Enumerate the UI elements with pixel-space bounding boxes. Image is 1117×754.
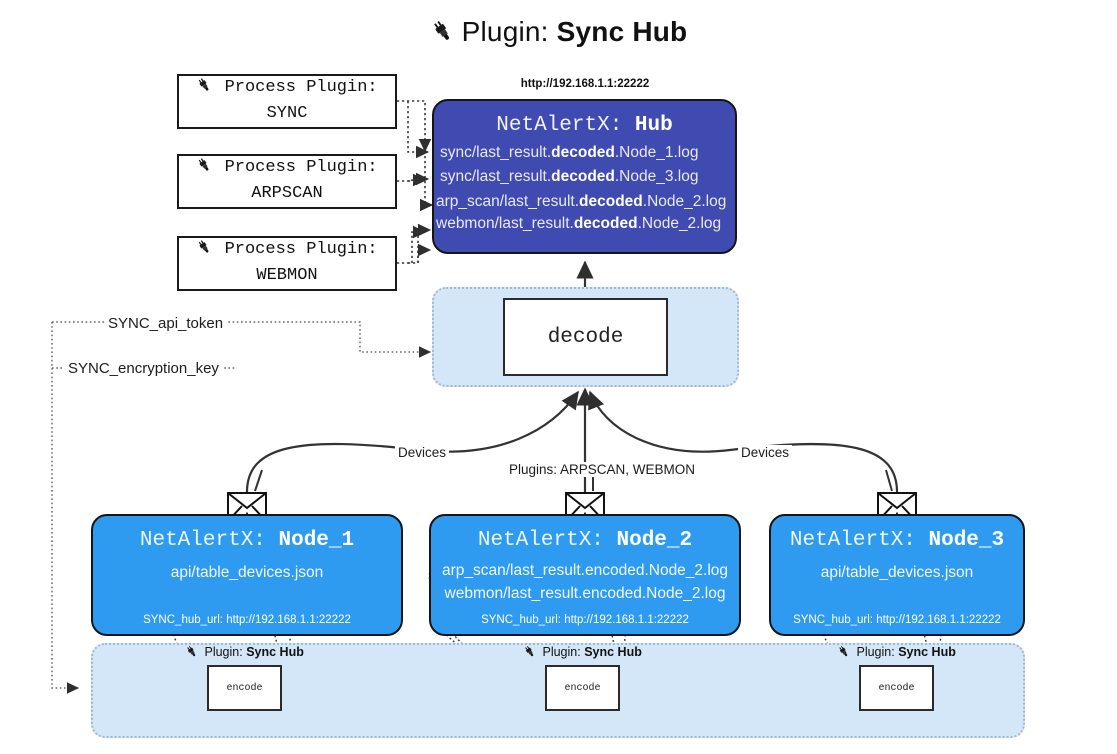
log-pre: sync/last_result. <box>440 143 552 161</box>
page-title: Plugin: Sync Hub <box>0 16 1117 52</box>
node-resource-line: webmon/last_result.encoded.Node_2.log <box>444 585 726 602</box>
log-pre: sync/last_result. <box>440 168 552 185</box>
encoder-caption-name: Sync Hub <box>584 645 642 659</box>
encoder-caption: Plugin: Sync Hub <box>185 645 304 662</box>
process-plugin-sync[interactable]: Process Plugin: SYNC <box>177 74 397 129</box>
plug-icon <box>523 646 540 662</box>
node-resource-line: api/table_devices.json <box>170 564 324 581</box>
page-title-name: Sync Hub <box>556 16 688 47</box>
process-plugin-value: SYNC <box>266 104 308 123</box>
node-3[interactable]: NetAlertX: Node_3 api/table_devices.json… <box>769 514 1025 636</box>
process-plugin-label: Process Plugin: <box>224 158 378 178</box>
log-post: .Node_2.log <box>637 214 722 232</box>
process-plugin-label: Process Plugin: <box>224 78 378 98</box>
process-plugin-webmon[interactable]: Process Plugin: WEBMON <box>177 236 397 291</box>
process-plugin-arpscan[interactable]: Process Plugin: ARPSCAN <box>177 154 397 209</box>
log-mid: decoded <box>551 143 615 161</box>
plug-icon <box>196 158 223 180</box>
encoder-caption-prefix: Plugin: <box>856 645 899 659</box>
log-post: .Node_1.log <box>614 143 699 161</box>
encoder-caption: Plugin: Sync Hub <box>837 645 956 662</box>
hub-log-line: arp_scan/last_result.decoded.Node_2.log <box>436 193 735 211</box>
node-title: NetAlertX: Node_3 <box>771 529 1023 552</box>
node-title-name: Node_1 <box>278 529 355 552</box>
encoder-caption-prefix: Plugin: <box>204 645 247 659</box>
node-hub-url: SYNC_hub_url: http://192.168.1.1:22222 <box>481 614 689 626</box>
sync-encryption-key-label: SYNC_encryption_key <box>64 360 223 377</box>
hub-log-line: webmon/last_result.decoded.Node_2.log <box>436 215 735 233</box>
node-hub-url: SYNC_hub_url: http://192.168.1.1:22222 <box>143 614 351 626</box>
hub-title-name: Hub <box>634 114 673 137</box>
plug-icon <box>430 19 456 52</box>
log-pre: arp_scan/last_result. <box>436 192 580 210</box>
hub-url-label: http://192.168.1.1:22222 <box>520 78 650 90</box>
node-resource-line: arp_scan/last_result.encoded.Node_2.log <box>441 562 729 579</box>
node-title-name: Node_3 <box>928 529 1005 552</box>
node-title: NetAlertX: Node_1 <box>93 529 401 552</box>
node-title-prefix: NetAlertX: <box>139 529 279 552</box>
plug-icon <box>837 646 854 662</box>
encode-box-node-2[interactable]: encode <box>545 665 620 711</box>
log-post: .Node_2.log <box>642 192 727 210</box>
log-post: .Node_3.log <box>614 168 699 185</box>
plug-icon <box>196 78 223 100</box>
hub-title-prefix: NetAlertX: <box>496 114 635 137</box>
node-1[interactable]: NetAlertX: Node_1 api/table_devices.json… <box>91 514 403 636</box>
plug-icon <box>196 240 223 262</box>
page-title-prefix: Plugin: <box>461 16 557 47</box>
node-title: NetAlertX: Node_2 <box>431 529 739 552</box>
edge-label-devices-left: Devices <box>395 445 450 460</box>
log-pre: webmon/last_result. <box>436 214 574 232</box>
log-mid: decoded <box>551 168 615 185</box>
hub-log-line: sync/last_result.decoded.Node_1.log <box>440 144 735 162</box>
node-hub-url: SYNC_hub_url: http://192.168.1.1:22222 <box>793 614 1001 626</box>
hub-log-line: sync/last_result.decoded.Node_3.log <box>440 168 735 186</box>
process-plugin-value: WEBMON <box>256 266 318 285</box>
encode-box-node-3[interactable]: encode <box>859 665 934 711</box>
encoder-caption-name: Sync Hub <box>898 645 956 659</box>
hub-node[interactable]: NetAlertX: Hub sync/last_result.decoded.… <box>432 99 737 254</box>
sync-api-token-label: SYNC_api_token <box>104 315 228 332</box>
log-mid: decoded <box>573 214 638 232</box>
encoder-caption: Plugin: Sync Hub <box>523 645 642 662</box>
node-resource-line: api/table_devices.json <box>820 564 974 581</box>
log-mid: decoded <box>579 192 643 210</box>
decode-box[interactable]: decode <box>503 298 668 376</box>
edge-label-plugins-center: Plugins: ARPSCAN, WEBMON <box>506 462 699 477</box>
edge-label-devices-right: Devices <box>738 445 793 460</box>
node-title-prefix: NetAlertX: <box>789 529 929 552</box>
encoder-caption-prefix: Plugin: <box>542 645 585 659</box>
process-plugin-label: Process Plugin: <box>224 240 378 260</box>
hub-title: NetAlertX: Hub <box>434 114 735 137</box>
encode-box-node-1[interactable]: encode <box>207 665 282 711</box>
plug-icon <box>185 646 202 662</box>
node-title-prefix: NetAlertX: <box>477 529 617 552</box>
process-plugin-value: ARPSCAN <box>251 184 323 203</box>
encoder-caption-name: Sync Hub <box>246 645 304 659</box>
node-2[interactable]: NetAlertX: Node_2 arp_scan/last_result.e… <box>429 514 741 636</box>
node-title-name: Node_2 <box>616 529 693 552</box>
